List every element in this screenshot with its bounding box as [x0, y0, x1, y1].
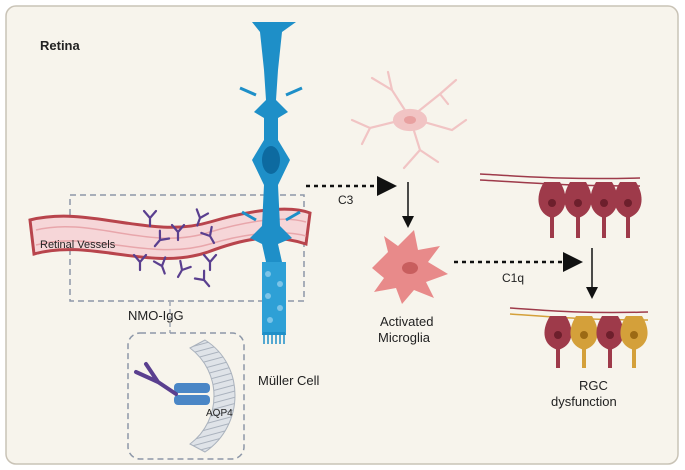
muller-cell: [239, 22, 303, 344]
antibody-icon: [176, 259, 192, 279]
rgc-label-line1: RGC: [579, 378, 608, 393]
antibody-icon: [152, 256, 167, 275]
activated-microglia-label-line2: Microglia: [378, 330, 431, 345]
aqp4-label: AQP4: [206, 408, 233, 419]
aqp4-channel-icon: [174, 383, 210, 393]
antibody-icon: [153, 229, 171, 248]
antibodies: [132, 208, 218, 288]
rgc-label-line2: dysfunction: [551, 394, 617, 409]
antibody-icon: [195, 208, 210, 227]
healthy-rgc-row: [479, 173, 642, 238]
c1q-label: C1q: [502, 271, 524, 285]
resting-microglia-icon: [350, 70, 468, 170]
activated-microglia-icon: [372, 230, 448, 304]
antibody-icon: [200, 225, 216, 245]
panel-title: Retina: [40, 38, 81, 53]
antibody-icon: [170, 223, 186, 242]
bound-antibody-icon: [134, 362, 178, 396]
antibody-icon: [132, 253, 148, 272]
retina-panel: [5, 5, 679, 465]
antibody-icon: [142, 209, 158, 228]
dysfunctional-rgc-row: [509, 307, 649, 368]
muller-cell-label: Müller Cell: [258, 373, 320, 388]
nmo-igg-label: NMO-IgG: [128, 308, 184, 323]
retinal-vessels-label: Retinal Vessels: [40, 239, 116, 251]
c3-label: C3: [338, 193, 354, 207]
antibody-icon: [202, 253, 218, 272]
antibody-icon: [193, 269, 211, 288]
aqp4-zoom-box: [127, 332, 245, 460]
activated-microglia-label-line1: Activated: [380, 314, 433, 329]
aqp4-inset: [134, 339, 236, 453]
